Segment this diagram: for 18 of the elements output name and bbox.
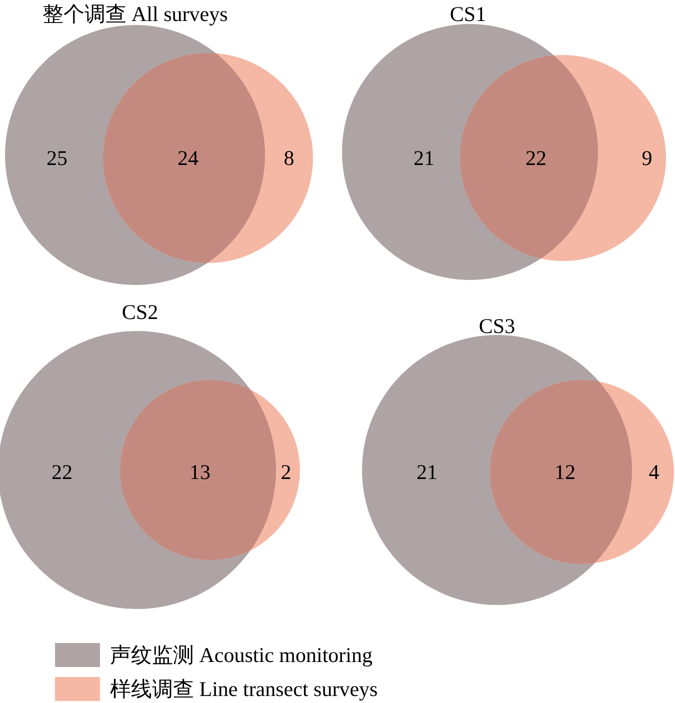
panel-title: CS1 [450, 2, 486, 26]
count-label: 21 [416, 460, 438, 484]
count-label: 2 [280, 460, 292, 484]
count-label: 4 [648, 460, 660, 484]
legend-text: 样线调查 Line transect surveys [110, 677, 378, 701]
panel-title: CS3 [478, 314, 516, 338]
panel-title: 整个调查 All surveys [42, 2, 228, 26]
panel-title: CS2 [122, 300, 158, 324]
count-label: 21 [414, 146, 434, 170]
count-label: 9 [642, 146, 652, 170]
count-label: 24 [178, 146, 198, 170]
count-label: 22 [526, 146, 546, 170]
count-label: 22 [52, 460, 72, 484]
count-label: 25 [46, 146, 68, 170]
count-label: 8 [284, 146, 294, 170]
count-label: 12 [554, 460, 576, 484]
count-label: 13 [190, 460, 210, 484]
legend-text: 声纹监测 Acoustic monitoring [110, 643, 372, 667]
